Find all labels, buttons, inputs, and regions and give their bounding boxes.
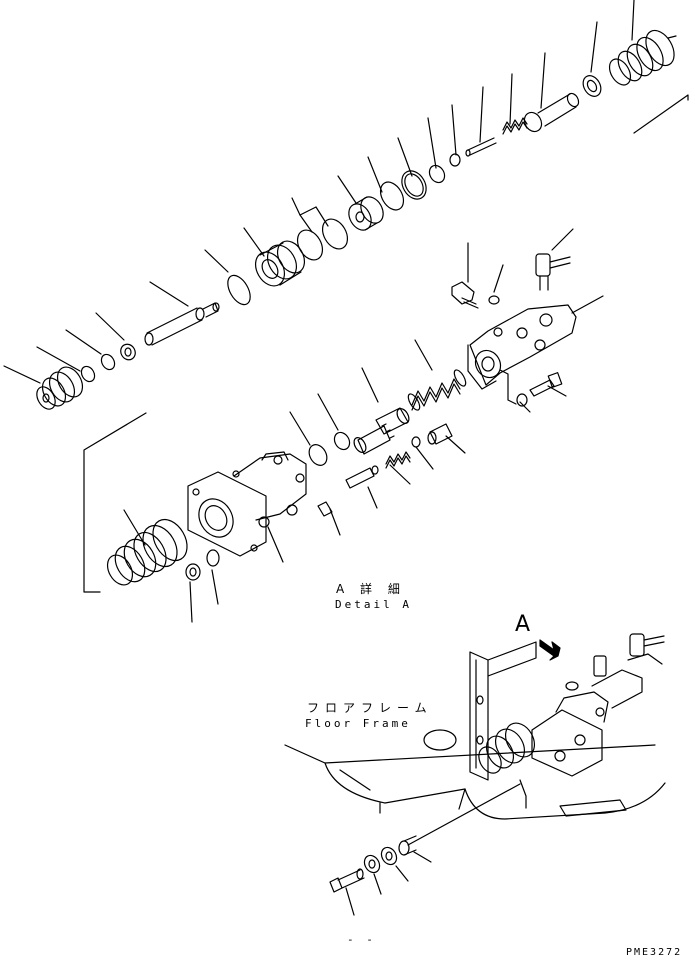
spool-middle <box>353 407 410 455</box>
cylinder-cap <box>254 240 306 287</box>
bleeder-fitting <box>451 281 479 309</box>
push-rod <box>144 302 220 346</box>
installed-boot <box>478 722 536 774</box>
washer-bottom-1 <box>363 854 381 874</box>
dust-boot-lower <box>106 518 188 586</box>
floor-frame-label: Floor Frame <box>305 717 411 730</box>
floor-hole <box>423 729 457 751</box>
spring-small-middle <box>385 451 411 469</box>
snap-ring-upper <box>449 153 461 167</box>
valve-body-main <box>187 451 307 557</box>
check-valve <box>427 423 453 445</box>
washer-fitting <box>488 295 500 305</box>
view-a-letter: A <box>515 612 531 637</box>
valve-body-upper <box>467 304 577 390</box>
plug-small <box>317 501 333 517</box>
spacer-bottom <box>398 835 417 856</box>
spring-middle <box>407 369 467 411</box>
o-ring-middle <box>308 444 328 466</box>
seal-ring-1 <box>582 75 602 97</box>
leader-lines-lower <box>345 851 432 916</box>
ring-small-middle <box>411 436 421 448</box>
connector-bracket <box>499 369 517 405</box>
washer-lower <box>206 549 220 567</box>
view-arrow <box>539 639 561 661</box>
washer-upper <box>428 164 446 184</box>
detail-a-label-jp: A 詳 細 <box>336 582 406 596</box>
nut-lower-left <box>120 343 136 361</box>
leader-lines-middle <box>123 228 604 623</box>
pin-upper <box>465 137 497 157</box>
washer-bottom-2 <box>380 846 398 866</box>
snap-ring-c <box>227 274 251 306</box>
section-cut-line-lower <box>83 412 147 593</box>
floor-frame-label-jp: フロアフレーム <box>307 701 433 715</box>
washer-lower-left <box>100 353 116 371</box>
detail-a-label: Detail A <box>335 598 412 611</box>
bushing-upper <box>523 92 580 133</box>
spring-small-upper <box>502 117 528 135</box>
floor-frame <box>284 744 666 820</box>
nut-lower <box>185 563 201 581</box>
dust-boot-left <box>36 366 84 410</box>
bolt-right <box>516 372 563 407</box>
assembly-line <box>407 783 521 846</box>
fitting-elbow <box>535 253 571 291</box>
dust-boot-upper <box>608 29 677 86</box>
piston-upper <box>348 196 384 231</box>
bolt-bottom <box>329 868 365 893</box>
snap-ring-lower-left <box>80 365 96 383</box>
o-ring-b <box>379 181 405 211</box>
figure-code: PME3272 <box>626 947 683 958</box>
o-ring-a <box>401 170 427 200</box>
mounting-bracket <box>469 641 537 809</box>
snap-ring-middle <box>333 431 351 451</box>
poppet-small <box>345 465 379 489</box>
o-ring-c <box>321 218 349 250</box>
blank-mark: - - <box>347 933 376 946</box>
section-cut-line-upper <box>633 94 689 134</box>
installed-valve <box>531 633 665 777</box>
leader-lines-upper <box>3 0 635 384</box>
